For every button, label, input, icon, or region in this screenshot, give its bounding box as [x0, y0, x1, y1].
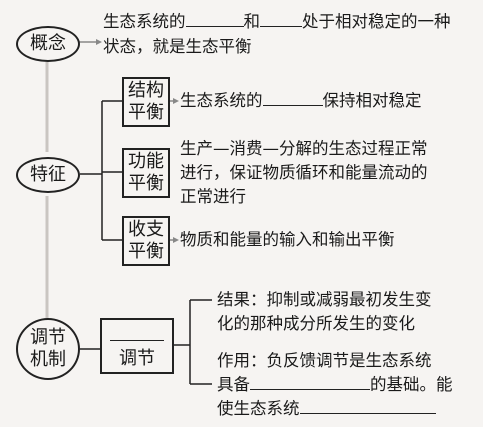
effect-line-1: 作用：负反馈调节是生态系统 [217, 351, 432, 370]
concept-label: 概念 [30, 33, 66, 54]
structure-text: 生态系统的保持相对稳定 [180, 89, 422, 110]
budget-balance-box: 收支 平衡 [122, 216, 170, 266]
regulation-box-label: 调节 [119, 348, 155, 369]
function-line-3: 正常进行 [180, 187, 246, 206]
effect-line-2: 具备的基础。能 [217, 373, 453, 394]
concept-arrow-head [96, 39, 102, 45]
function-balance-box: 功能 平衡 [122, 148, 170, 198]
concept-line-2: 状态，就是生态平衡 [103, 37, 252, 56]
result-line-2: 化的那种成分所发生的变化 [217, 314, 415, 333]
budget-arrow-head [173, 237, 179, 243]
budget-text: 物质和能量的输入和输出平衡 [180, 230, 395, 249]
feature-label: 特征 [30, 164, 66, 185]
answer-blank [250, 373, 370, 390]
result-line-1: 结果：抑制或减弱最初发生变 [217, 290, 432, 309]
structure-arrow-head [173, 98, 179, 104]
concept-line-1: 生态系统的和处于相对稳定的一种 [103, 10, 451, 31]
function-line-2: 进行，保证物质循环和能量流动的 [180, 163, 428, 182]
function-line-1: 生产—消费—分解的生态过程正常 [180, 139, 428, 158]
regulation-box: 调节 [100, 318, 174, 374]
regulation-oval: 调节 机制 [16, 318, 80, 380]
answer-blank [185, 10, 244, 27]
effect-line-3: 使生态系统 [217, 397, 436, 421]
answer-blank [262, 89, 323, 106]
answer-blank [260, 10, 302, 27]
concept-oval: 概念 [16, 26, 80, 62]
answer-blank [299, 397, 436, 414]
structure-balance-box: 结构 平衡 [122, 77, 170, 127]
answer-blank [110, 339, 164, 341]
feature-oval: 特征 [16, 157, 80, 193]
